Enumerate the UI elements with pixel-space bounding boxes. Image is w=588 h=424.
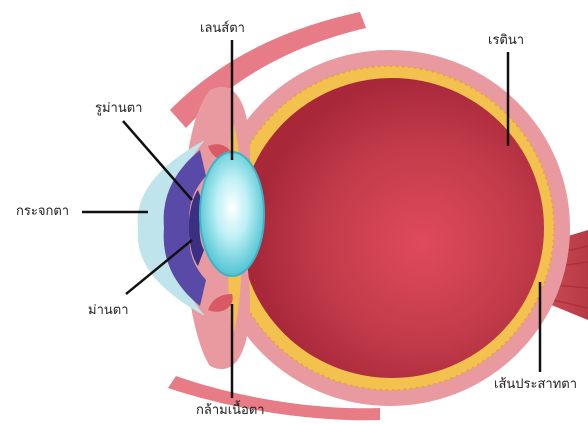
lens-shape (200, 152, 264, 276)
vitreous-body-shape (240, 78, 544, 378)
label-cornea: กระจกตา (16, 205, 69, 218)
label-ciliary-muscle: กล้ามเนื้อตา (196, 404, 265, 417)
label-pupil: รูม่านตา (95, 102, 142, 115)
label-retina: เรตินา (488, 34, 524, 47)
label-lens: เลนส์ตา (200, 22, 245, 35)
label-iris: ม่านตา (88, 304, 129, 317)
label-optic-nerve: เส้นประสาทตา (494, 378, 577, 391)
